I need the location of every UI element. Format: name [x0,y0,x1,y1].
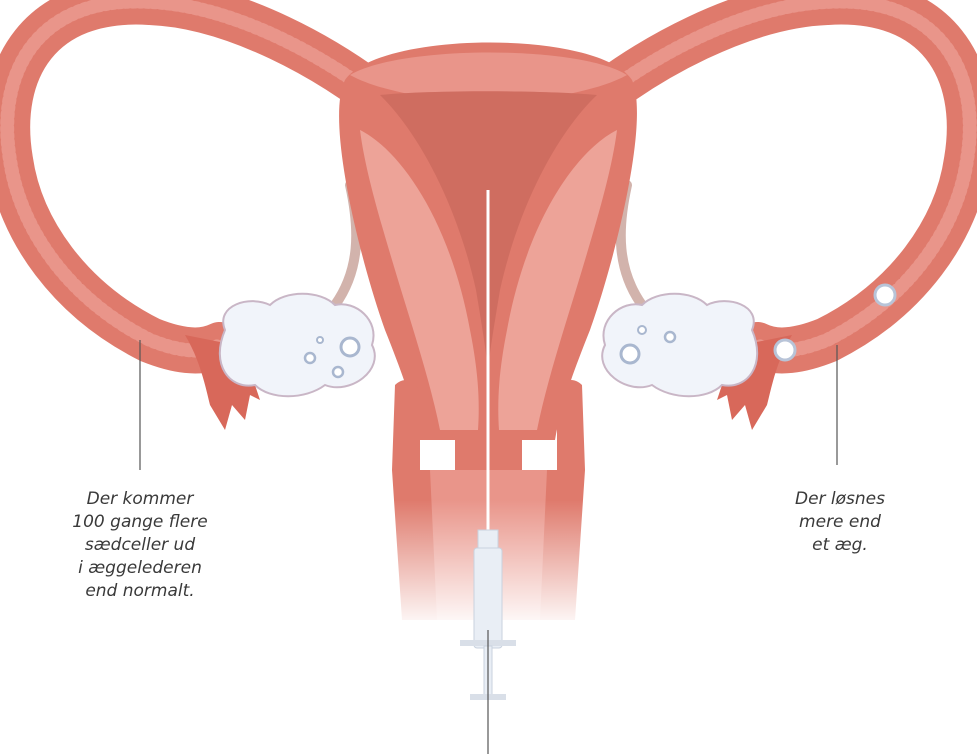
callout-line: mere end [740,511,940,534]
callout-line: 100 gange flere [40,511,240,534]
callout-line: sædceller ud [40,534,240,557]
released-egg [775,340,795,360]
released-egg [875,285,895,305]
ovary-left [220,294,375,397]
ovary-right [602,294,757,397]
callout-more-sperm: Der kommer 100 gange flere sædceller ud … [40,488,240,603]
callout-line: et æg. [740,534,940,557]
callout-line: end normalt. [40,580,240,603]
callout-line: i æggelederen [40,557,240,580]
callout-line: Der kommer [40,488,240,511]
callout-multiple-eggs: Der løsnes mere end et æg. [740,488,940,557]
callout-line: Der løsnes [740,488,940,511]
